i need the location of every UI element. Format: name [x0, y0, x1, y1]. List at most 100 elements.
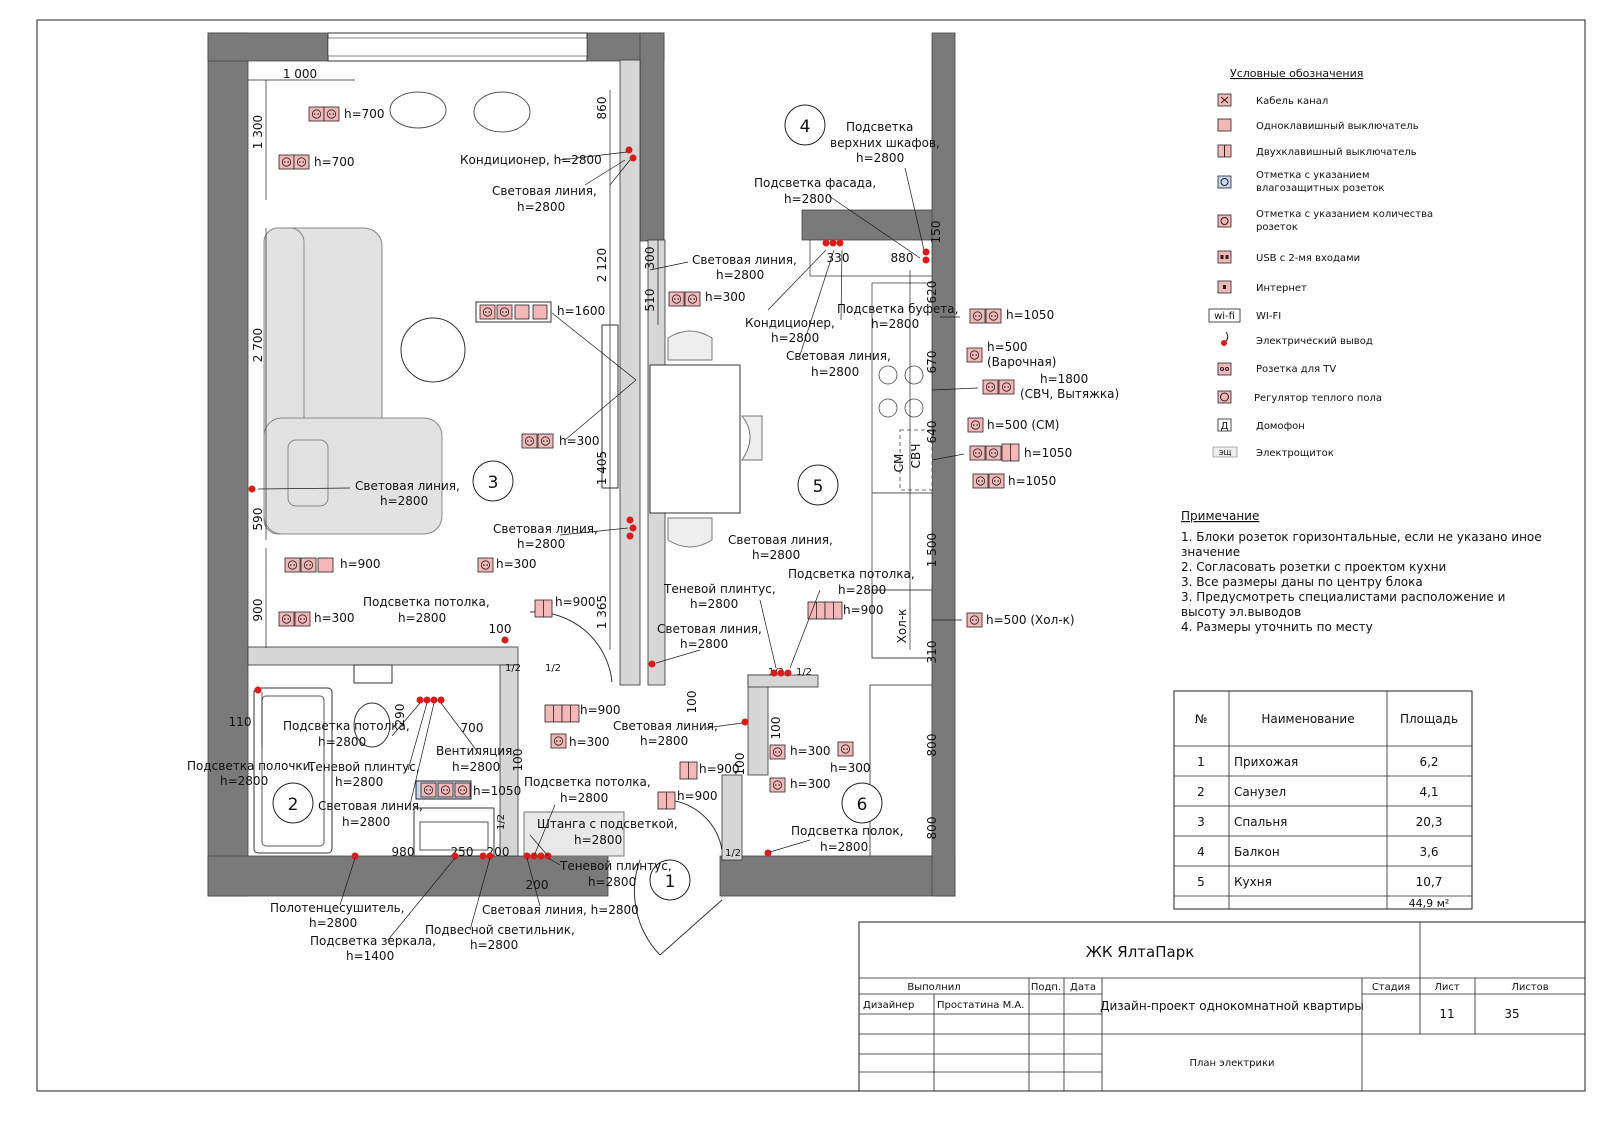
label-text: 510 — [643, 289, 657, 312]
label-text: 100 — [769, 717, 783, 740]
annotation: Подсветка полок, — [791, 824, 903, 838]
legend-title: Условные обозначения — [1230, 67, 1363, 80]
annotation: Подсветка потолка, — [283, 719, 410, 733]
label-text: 1/2 — [796, 667, 812, 678]
annotation: h=2800 — [517, 200, 565, 214]
annotation: h=2800 — [871, 317, 919, 331]
label-text: 2 700 — [251, 328, 265, 362]
area-table: № Наименование Площадь 1 Прихожая 6,2 2 … — [1173, 690, 1473, 910]
annotation: h=300 — [790, 744, 831, 758]
annotation: h=2800 — [342, 815, 390, 829]
annotation: Световая линия, h=2800 — [482, 903, 639, 917]
label-text: Лист — [1434, 982, 1460, 993]
label-text: 150 — [929, 221, 943, 244]
label-text: Электрощиток — [1256, 448, 1334, 459]
label-text: 1 — [1197, 755, 1205, 769]
annotation: Подсветка — [846, 120, 913, 134]
annotation: h=900 — [580, 703, 621, 717]
annotation: h=2800 — [811, 365, 859, 379]
annotation: Световая линия, — [613, 719, 718, 733]
tv-socket-icon — [1217, 362, 1232, 376]
project-description: Дизайн-проект однокомнатной квартиры — [1100, 999, 1364, 1013]
label-text: 5 — [1197, 875, 1205, 889]
annotation: Подвесной светильник, — [425, 923, 575, 937]
label-text: Розетка для TV — [1256, 364, 1336, 375]
notes: Примечание 1. Блоки розеток горизонтальн… — [1181, 509, 1542, 634]
annotation: Теневой плинтус, — [307, 760, 420, 774]
annotation: (Варочная) — [987, 355, 1056, 369]
annotation: Вентиляция, — [436, 744, 516, 758]
table-header: Наименование — [1261, 712, 1354, 726]
label-text: 1 365 — [595, 595, 609, 629]
label-text: 4. Размеры уточнить по месту — [1181, 620, 1373, 634]
label-text: Прихожая — [1234, 755, 1298, 769]
label-text: Д — [1221, 421, 1229, 432]
electric-outlet-icon — [1221, 331, 1229, 346]
label-text: 800 — [925, 817, 939, 840]
notes-title: Примечание — [1181, 509, 1259, 523]
panel-icon: ЭЩ — [1212, 446, 1238, 458]
annotation: Световая линия, — [355, 479, 460, 493]
annotation: h=300 — [705, 290, 746, 304]
label-text: Листов — [1511, 982, 1548, 993]
label-text: значение — [1181, 545, 1240, 559]
label-text: влагозащитных розеток — [1256, 183, 1384, 194]
label-text: 3 — [1197, 815, 1205, 829]
label-text: 10,7 — [1416, 875, 1443, 889]
label-text: 100 — [685, 691, 699, 714]
wifi-icon: wi-fi — [1208, 308, 1241, 323]
label-text: 11 — [1439, 1007, 1454, 1021]
label-text: 3. Все размеры даны по центру блока — [1181, 575, 1423, 589]
label-text: 2 120 — [595, 248, 609, 282]
annotation: h=2800 — [690, 597, 738, 611]
room-number: 1 — [665, 872, 676, 892]
annotation: h=2800 — [784, 192, 832, 206]
label-text: Подп. — [1031, 982, 1061, 993]
table-total: 44,9 м² — [1409, 897, 1450, 910]
annotation: Световая линия, — [492, 184, 597, 198]
annotations: h=700 h=700 Кондиционер, h=2800 Световая… — [187, 107, 1119, 963]
annotation: h=500 — [987, 340, 1028, 354]
label-text: 1/2 — [505, 663, 521, 674]
label-text: USB с 2-мя входами — [1256, 253, 1360, 264]
label-text: 1 405 — [595, 451, 609, 485]
label-text: 1 300 — [251, 115, 265, 149]
label-text: Санузел — [1234, 785, 1286, 799]
annotation: h=2800 — [560, 791, 608, 805]
label-text: Стадия — [1372, 982, 1410, 993]
label-text: 860 — [595, 97, 609, 120]
label-text: Отметка с указанием — [1256, 170, 1370, 181]
label-text: 900 — [251, 599, 265, 622]
annotation: Световая линия, — [728, 533, 833, 547]
annotation: Световая линия, — [657, 622, 762, 636]
annotation: Теневой плинтус, — [663, 582, 776, 596]
label-text: Электрический вывод — [1256, 336, 1373, 347]
label-text: Балкон — [1234, 845, 1280, 859]
label-text: 1/2 — [496, 814, 507, 830]
annotation: h=300 — [559, 434, 600, 448]
annotation: h=2800 — [771, 331, 819, 345]
title-block: ЖК ЯлтаПарк Выполнил Подп. Дата Дизайнер… — [858, 921, 1586, 1092]
annotation: h=900 — [677, 789, 718, 803]
dimensions — [248, 79, 911, 650]
annotation: h=1050 — [1024, 446, 1072, 460]
annotation: h=2800 — [452, 760, 500, 774]
waterproof-socket-icon — [1217, 175, 1232, 189]
annotation: h=2800 — [318, 735, 366, 749]
socket-icon — [1217, 214, 1232, 228]
room-number: 3 — [488, 473, 499, 493]
label-text: 310 — [925, 641, 939, 664]
label-text: 2. Согласовать розетки с проектом кухни — [1181, 560, 1446, 574]
annotation: Световая линия, — [692, 253, 797, 267]
label-text: Домофон — [1256, 421, 1305, 432]
label-text: 20,3 — [1416, 815, 1443, 829]
annotation: Подсветка буфета, — [837, 302, 958, 316]
usb-icon — [1217, 250, 1232, 264]
label-text: розеток — [1256, 222, 1298, 233]
annotation: h=300 — [569, 735, 610, 749]
label-text: 4,1 — [1419, 785, 1438, 799]
label-text: Дата — [1070, 982, 1096, 993]
label-text: 880 — [891, 251, 914, 265]
annotation: h=2800 — [220, 774, 268, 788]
